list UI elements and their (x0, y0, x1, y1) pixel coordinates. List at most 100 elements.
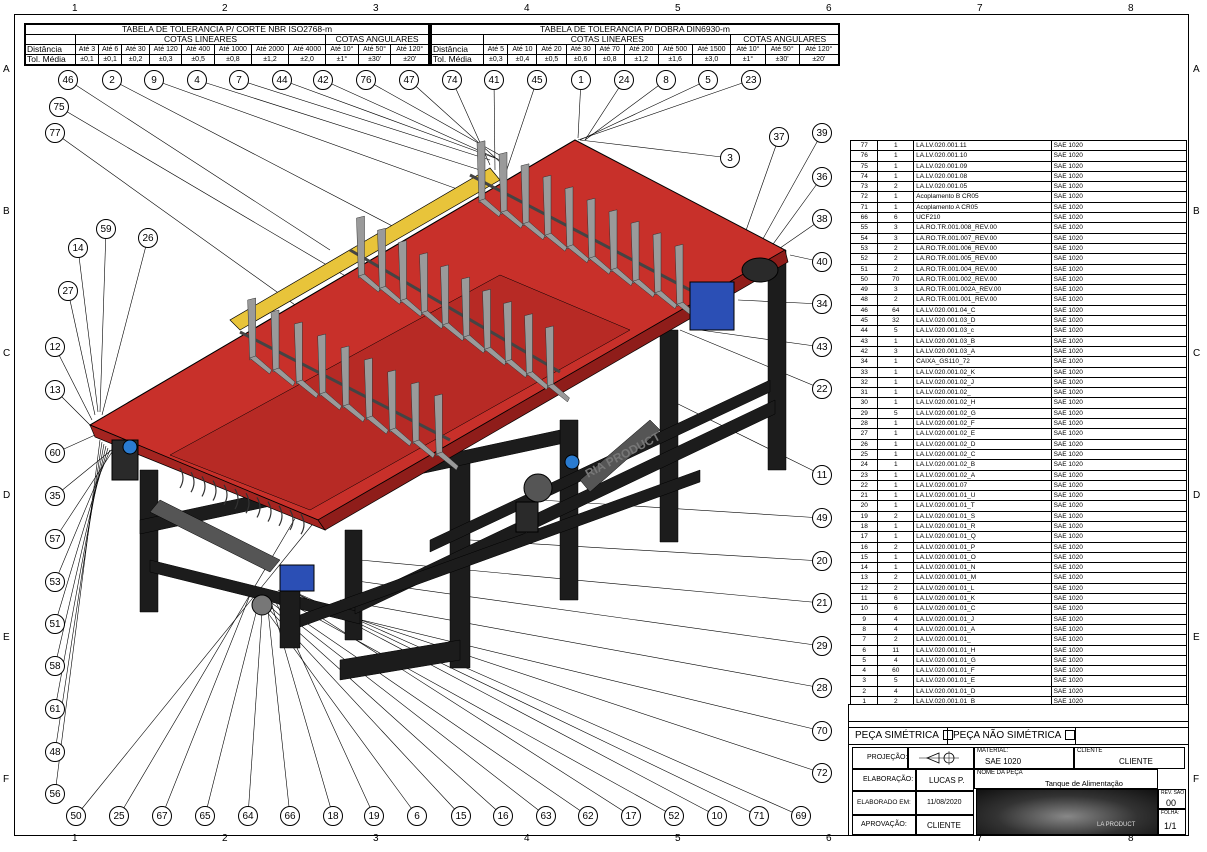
part-balloon: 1 (571, 70, 591, 90)
bom-cell: SAE 1020 (1050, 572, 1188, 584)
bom-cell: SAE 1020 (1050, 253, 1188, 265)
bom-cell: LA.LV.020.001.02_G (913, 407, 1052, 420)
bom-cell: SAE 1020 (1050, 459, 1188, 471)
part-balloon: 28 (812, 678, 832, 698)
bom-cell: SAE 1020 (1050, 263, 1188, 275)
bom-cell: LA.RO.TR.001.007_REV.00 (913, 232, 1052, 244)
bom-cell: 72 (849, 191, 879, 203)
nonsymmetric-checkbox[interactable] (1065, 730, 1076, 741)
part-balloon: 10 (707, 806, 727, 826)
bom-cell: LA.LV.020.001.01_N (913, 562, 1052, 574)
bom-cell: LA.LV.020.001.11 (913, 139, 1052, 152)
bom-cell: SAE 1020 (1050, 170, 1188, 183)
part-balloon: 77 (45, 123, 65, 143)
part-balloon: 18 (323, 806, 343, 826)
bom-cell: SAE 1020 (1050, 448, 1188, 461)
zone-letter: D (1193, 490, 1201, 501)
tol-angle-value-cell: ±20' (390, 54, 429, 65)
part-balloon: 65 (195, 806, 215, 826)
bom-cell: 1 (877, 356, 915, 368)
bom-cell: LA.RO.TR.001.006_REV.00 (913, 242, 1052, 255)
zone-letter: E (3, 632, 10, 643)
part-balloon: 61 (45, 699, 65, 719)
bom-cell: LA.RO.TR.001.005_REV.00 (913, 253, 1052, 265)
bom-cell: LA.RO.TR.001.002A_REV.00 (913, 284, 1052, 296)
zone-number: 4 (524, 833, 530, 844)
zone-letter: A (3, 64, 10, 75)
agitator-blade (476, 140, 486, 204)
bom-cell: 1 (877, 335, 915, 347)
bom-cell: 12 (849, 582, 879, 595)
part-balloon: 6 (407, 806, 427, 826)
tolerance-table-bend: TABELA DE TOLERANCIA P/ DOBRA DIN6930-m … (430, 23, 840, 66)
leader-line (584, 79, 667, 141)
part-balloon: 44 (272, 70, 292, 90)
bom-cell: 1 (877, 397, 915, 409)
part-balloon: 51 (45, 614, 65, 634)
part-balloon: 25 (109, 806, 129, 826)
bom-cell: 45 (849, 315, 879, 327)
bom-cell: 60 (877, 665, 915, 677)
zone-number: 2 (222, 833, 228, 844)
zone-number: 8 (1128, 3, 1134, 14)
revision-label: REV. SAO (1161, 790, 1185, 796)
part-balloon: 4 (187, 70, 207, 90)
bom-cell: 32 (849, 376, 879, 389)
leader-line (504, 79, 538, 176)
bom-cell: LA.RO.TR.001.008_REV.00 (913, 222, 1052, 234)
bom-cell: 3 (877, 232, 915, 244)
leader-line (153, 79, 461, 191)
bom-cell: 55 (849, 222, 879, 234)
bom-cell: 8 (849, 623, 879, 636)
bom-cell: 1 (877, 418, 915, 430)
bom-cell: LA.LV.020.001.01_G (913, 654, 1052, 667)
bom-cell: 1 (877, 387, 915, 399)
part-balloon: 75 (49, 97, 69, 117)
zone-number: 3 (373, 3, 379, 14)
bom-cell: LA.LV.020.001.09 (913, 160, 1052, 172)
tol-value-cell: ±1,6 (657, 54, 693, 65)
bom-cell: SAE 1020 (1050, 212, 1188, 224)
isometric-drawing: RIA PRODUCT (54, 79, 823, 817)
bom-cell: 3 (877, 284, 915, 296)
bom-cell: SAE 1020 (1050, 500, 1188, 512)
bom-cell: SAE 1020 (1050, 541, 1188, 553)
part-balloon: 27 (58, 281, 78, 301)
bom-cell: 11 (849, 593, 879, 605)
bom-cell: 26 (849, 438, 879, 450)
bom-cell: SAE 1020 (1050, 582, 1188, 595)
bom-cell: 1 (877, 531, 915, 543)
approval-label: APROVAÇÃO: (861, 821, 907, 828)
part-balloon: 53 (45, 572, 65, 592)
bom-cell: 11 (877, 644, 915, 656)
bom-cell: SAE 1020 (1050, 428, 1188, 440)
part-balloon: 16 (493, 806, 513, 826)
bom-cell: SAE 1020 (1050, 603, 1188, 615)
tol-value-cell: ±0,1 (98, 54, 123, 65)
bom-cell: LA.LV.020.001.03_D (913, 315, 1052, 327)
leader-line (584, 79, 625, 141)
bom-cell: 4 (877, 685, 915, 698)
bom-cell: 1 (877, 459, 915, 471)
bom-cell: 6 (877, 603, 915, 615)
bom-cell: SAE 1020 (1050, 376, 1188, 389)
leader-line (277, 589, 632, 817)
part-balloon: 36 (812, 167, 832, 187)
